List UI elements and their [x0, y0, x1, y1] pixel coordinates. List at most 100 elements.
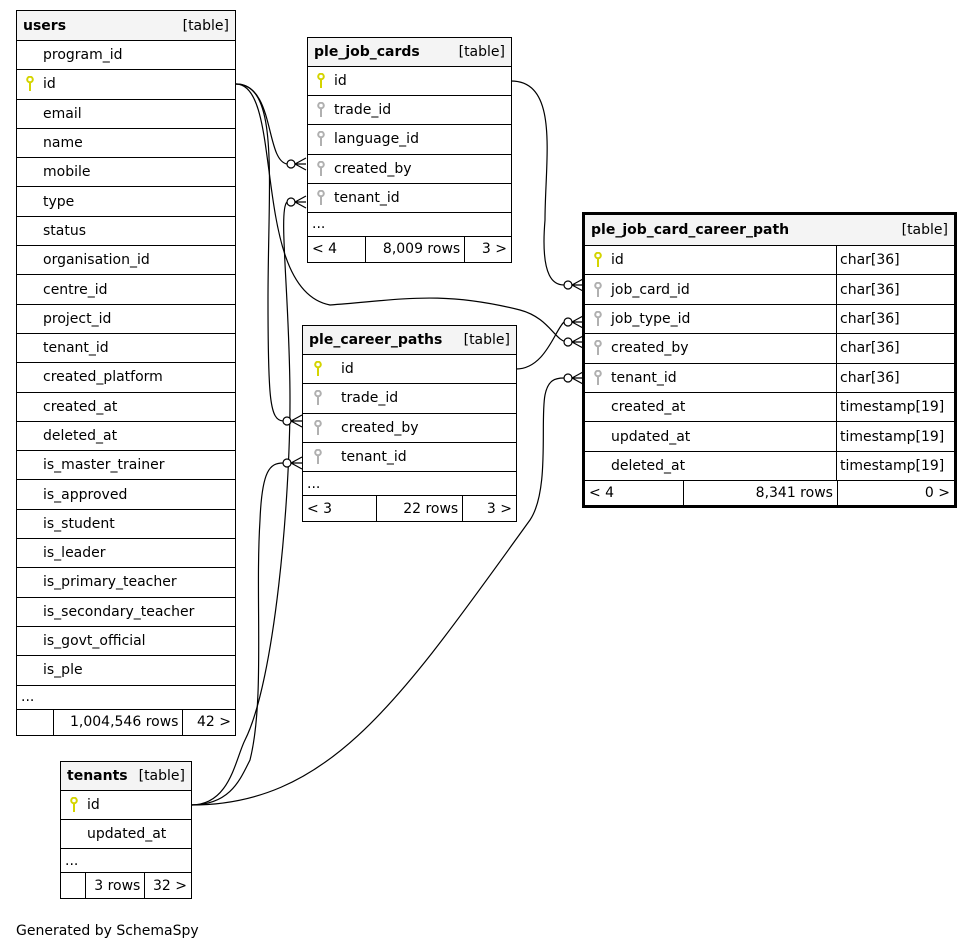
foreign-key-icon: [585, 369, 611, 386]
column-name: trade_id: [341, 390, 399, 407]
more-columns[interactable]: ...: [308, 213, 511, 237]
children-link[interactable]: 0 >: [836, 481, 954, 506]
table-name: ple_career_paths: [309, 332, 443, 348]
edge-users-ple-career-paths-created-by: [235, 83, 284, 422]
column-cell: language_id: [308, 125, 511, 153]
more-columns[interactable]: ...: [17, 686, 235, 710]
column-row[interactable]: updated_at: [61, 820, 191, 849]
column-row[interactable]: is_ple: [17, 656, 235, 686]
table-name: tenants: [67, 768, 128, 784]
column-cell: is_leader: [17, 539, 235, 567]
primary-key-icon: [61, 797, 87, 813]
more-columns[interactable]: ...: [303, 472, 516, 497]
column-row[interactable]: tenant_id: [303, 443, 516, 473]
column-row[interactable]: mobile: [17, 158, 235, 188]
foreign-key-icon: [303, 419, 333, 436]
column-row[interactable]: tenant_id: [308, 184, 511, 213]
column-cell: centre_id: [17, 275, 235, 303]
more-columns[interactable]: ...: [61, 849, 191, 873]
table-kind: [table]: [458, 44, 505, 60]
column-row[interactable]: language_id: [308, 125, 511, 155]
column-name: id: [334, 73, 347, 90]
column-row[interactable]: email: [17, 100, 235, 129]
column-row[interactable]: created_by: [303, 414, 516, 443]
column-row[interactable]: deleted_at: [17, 422, 235, 452]
column-row[interactable]: centre_id: [17, 275, 235, 305]
edge-career-paths-career-path-job-type-id: [515, 321, 565, 370]
column-name: id: [87, 797, 100, 813]
parents-link[interactable]: < 4: [312, 241, 338, 258]
column-name: language_id: [334, 131, 419, 148]
column-row[interactable]: is_leader: [17, 539, 235, 569]
column-row[interactable]: is_student: [17, 510, 235, 540]
primary-key-icon: [308, 73, 334, 89]
column-row[interactable]: is_master_trainer: [17, 451, 235, 481]
column-cell: email: [17, 100, 235, 128]
table-kind: [table]: [463, 332, 510, 348]
column-row[interactable]: project_id: [17, 305, 235, 334]
parents-link[interactable]: [17, 710, 53, 735]
column-row[interactable]: name: [17, 129, 235, 159]
column-row[interactable]: is_primary_teacher: [17, 568, 235, 598]
column-cell: program_id: [17, 41, 235, 69]
column-row[interactable]: type: [17, 187, 235, 217]
column-row[interactable]: created_platform: [17, 363, 235, 393]
column-type: char[36]: [836, 363, 954, 392]
table-ple-job-cards[interactable]: ple_job_cards [table] id trade_id language_i…: [307, 37, 512, 263]
column-name: program_id: [43, 47, 123, 64]
edge-job-cards-career-path-job-card-id: [510, 80, 565, 286]
parents-link[interactable]: < 4: [589, 485, 615, 502]
table-name: ple_job_cards: [314, 44, 420, 60]
column-row[interactable]: is_govt_official: [17, 627, 235, 657]
parents-link[interactable]: < 3: [307, 500, 333, 517]
crows-foot-marker: [294, 195, 307, 209]
table-header[interactable]: tenants[table]: [61, 762, 191, 791]
children-link[interactable]: 42 >: [182, 709, 235, 735]
column-row[interactable]: is_secondary_teacher: [17, 598, 235, 627]
column-row[interactable]: program_id: [17, 41, 235, 71]
column-row[interactable]: tenant_id: [17, 334, 235, 364]
table-header[interactable]: ple_job_cards [table]: [308, 38, 511, 67]
column-row[interactable]: id: [17, 70, 235, 100]
children-link[interactable]: 3 >: [462, 496, 516, 522]
column-row[interactable]: id: [308, 67, 511, 97]
column-type: char[36]: [836, 275, 954, 304]
column-row[interactable]: organisation_id: [17, 246, 235, 276]
column-cell: job_type_id: [585, 305, 836, 333]
column-type: timestamp[19]: [836, 451, 954, 481]
column-row[interactable]: trade_id: [303, 384, 516, 414]
table-header[interactable]: ple_career_paths [table]: [303, 326, 516, 355]
children-link[interactable]: 3 >: [464, 236, 511, 262]
column-name: updated_at: [87, 826, 167, 842]
column-row[interactable]: created_by: [308, 155, 511, 184]
column-row[interactable]: trade_id: [308, 96, 511, 126]
parents-link[interactable]: [61, 873, 85, 898]
children-link[interactable]: 32 >: [144, 873, 191, 898]
primary-key-icon: [303, 361, 333, 377]
table-header[interactable]: users[table]: [17, 11, 235, 41]
column-row[interactable]: id: [303, 355, 516, 385]
row-count: 8,009 rows: [364, 236, 464, 262]
table-header[interactable]: ple_job_card_career_path[table]: [585, 215, 954, 246]
column-row[interactable]: is_approved: [17, 480, 235, 510]
foreign-key-icon: [308, 102, 334, 118]
column-row[interactable]: created_at: [17, 393, 235, 422]
column-row[interactable]: status: [17, 217, 235, 247]
column-row[interactable]: id: [61, 791, 191, 820]
column-cell: created_by: [308, 155, 511, 183]
column-name: project_id: [43, 310, 112, 327]
